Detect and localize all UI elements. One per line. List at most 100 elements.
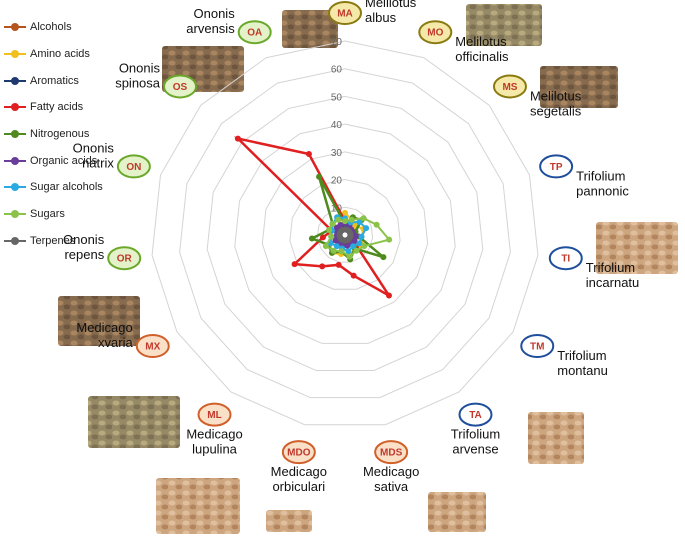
axis-code: MDO xyxy=(287,448,311,459)
axis-name-line: segetalis xyxy=(530,103,582,118)
data-point xyxy=(353,247,360,254)
data-point xyxy=(342,209,348,216)
axis-name-line: Ononis xyxy=(119,60,161,75)
axis-name-line: arvensis xyxy=(186,21,235,36)
legend-item: Sugar alcohols xyxy=(4,174,103,201)
series-terpenes xyxy=(336,226,354,244)
axis-code-badge xyxy=(328,1,362,25)
axis-name-line: Melilotus xyxy=(365,0,417,10)
seed-photo-6 xyxy=(58,296,140,346)
axis-name-line: sativa xyxy=(374,479,409,494)
axis-code-badge xyxy=(237,20,272,45)
axis-code: ML xyxy=(207,410,221,421)
data-point xyxy=(330,247,337,254)
r-tick-label: 20 xyxy=(331,176,343,187)
seed-photo-1 xyxy=(282,10,338,48)
data-point xyxy=(322,243,329,250)
axis-name-line: Medicago xyxy=(76,320,132,335)
data-point xyxy=(234,135,241,142)
axis-code: OR xyxy=(117,254,133,265)
legend-label: Organic acids xyxy=(30,154,98,167)
legend-label: Terpenes xyxy=(30,234,76,247)
data-point xyxy=(319,234,326,241)
data-point xyxy=(356,219,363,226)
legend-item: Terpenes xyxy=(4,228,103,255)
data-point xyxy=(380,254,387,261)
data-point xyxy=(316,173,323,180)
axis-name-line: lupulina xyxy=(192,442,238,457)
data-point xyxy=(356,240,363,247)
seed-photo-5 xyxy=(596,222,678,274)
axis-name-line: repens xyxy=(64,247,104,262)
legend-item: Alcohols xyxy=(4,14,103,41)
axis-name-line: Melilotus xyxy=(530,88,582,103)
series-fatty-acids xyxy=(233,135,392,299)
grid-ring-60 xyxy=(179,68,511,399)
grid-ring-50 xyxy=(206,95,484,372)
axis-code-badge xyxy=(281,440,316,465)
series-sugars xyxy=(322,215,393,260)
legend-item: Amino acids xyxy=(4,41,103,68)
data-point xyxy=(373,221,380,228)
axis-code: MDS xyxy=(380,448,403,459)
seed-photo-3 xyxy=(540,66,618,108)
axis-name-line: Trifolium xyxy=(586,260,635,275)
axis-code: MS xyxy=(502,82,517,93)
seed-photo-2 xyxy=(466,4,542,46)
seed-photo-10 xyxy=(428,492,486,532)
legend-swatch xyxy=(4,49,26,59)
r-tick-label: 60 xyxy=(331,65,343,76)
legend-swatch xyxy=(4,129,26,139)
legend-swatch xyxy=(4,22,26,32)
axis-code: TM xyxy=(530,342,544,353)
legend-item: Sugars xyxy=(4,201,103,228)
axis-code-badge xyxy=(548,246,583,271)
axis-name-line: Medicago xyxy=(363,464,419,479)
legend-swatch xyxy=(4,209,26,219)
axis-code: MO xyxy=(427,28,443,39)
seed-photo-11 xyxy=(528,412,584,464)
data-point xyxy=(337,221,344,228)
data-point xyxy=(350,272,357,279)
axis-name-line: pannonic xyxy=(576,183,629,198)
axis-name-line: Ononis xyxy=(194,6,236,21)
data-point xyxy=(291,261,298,268)
data-point xyxy=(344,242,351,249)
legend-swatch xyxy=(4,156,26,166)
axis-name-line: officinalis xyxy=(455,49,509,64)
seed-photo-7 xyxy=(88,396,180,448)
axis-code: TI xyxy=(561,254,570,265)
legend-item: Nitrogenous xyxy=(4,121,103,148)
data-point xyxy=(358,233,365,240)
grid-ring-30 xyxy=(261,151,429,317)
legend-label: Nitrogenous xyxy=(30,128,90,141)
axis-code-badge xyxy=(520,334,555,358)
series-line xyxy=(324,217,391,258)
axis-name-line: albus xyxy=(365,10,397,25)
data-point xyxy=(360,215,367,222)
axis-code-badge xyxy=(458,402,493,427)
legend-swatch xyxy=(4,102,26,112)
data-point xyxy=(328,233,335,240)
axis-name-line: montanu xyxy=(557,363,608,378)
legend-label: Aromatics xyxy=(30,74,79,87)
data-point xyxy=(338,248,345,255)
legend-swatch xyxy=(4,236,26,246)
legend-label: Sugars xyxy=(30,208,65,221)
legend-item: Organic acids xyxy=(4,147,103,174)
axis-code-badge xyxy=(163,74,198,99)
legend-label: Alcohols xyxy=(30,21,72,34)
axis-code: ON xyxy=(126,162,141,173)
axis-name-line: Medicago xyxy=(271,464,327,479)
